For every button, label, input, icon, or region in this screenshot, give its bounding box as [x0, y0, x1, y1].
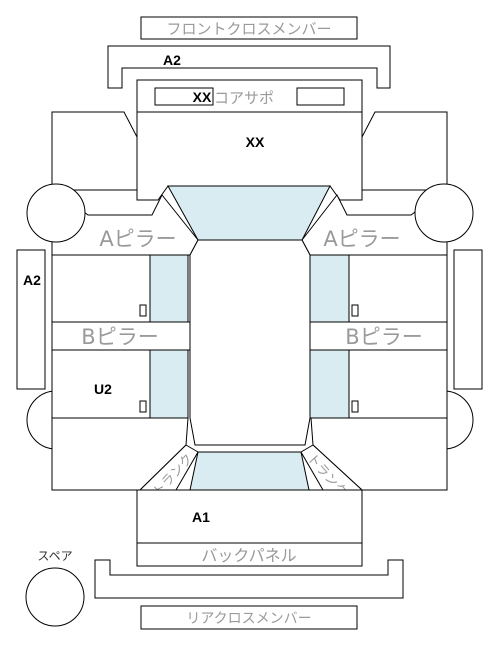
- front-door-right: [348, 254, 448, 323]
- rear-window-left: [149, 349, 189, 419]
- b-pillar-left: [51, 321, 191, 351]
- trunk-code: A1: [192, 509, 210, 525]
- front-bumper: [107, 45, 391, 89]
- b-pillar-left-label: Bピラー: [81, 325, 158, 349]
- rear-bumper: [94, 559, 404, 599]
- spare-label: スペア: [37, 549, 72, 563]
- left-side-code: A2: [23, 272, 41, 288]
- front-member-code: A2: [163, 52, 181, 68]
- side-sill-left: [16, 249, 46, 390]
- front-fender-left: [51, 111, 138, 191]
- core-support-label: コアサポ: [214, 89, 274, 107]
- wheel-front-left: [26, 183, 86, 243]
- rear-window-right: [309, 349, 350, 419]
- front-cross-member-label: フロントクロスメンバー: [166, 20, 331, 38]
- front-window-left: [149, 254, 189, 323]
- rear-door-right-handle: [351, 400, 359, 413]
- b-pillar-right-label: Bピラー: [345, 325, 422, 349]
- roof: [189, 239, 311, 446]
- left-rear-door-code: U2: [94, 381, 112, 397]
- front-door-right-handle: [351, 304, 359, 317]
- rear-cross-member-label: リアクロスメンバー: [186, 611, 311, 627]
- rear-door-left-handle: [139, 400, 147, 413]
- rear-door-right: [348, 349, 448, 419]
- rear-cross-member-box: [140, 605, 358, 630]
- trunk-lid: [136, 489, 363, 544]
- a-pillar-right-label: Aピラー: [323, 227, 400, 251]
- headlight-left: [154, 87, 214, 106]
- front-window-right: [309, 254, 350, 323]
- hood-code: XX: [246, 134, 265, 150]
- a-pillar-left-label: Aピラー: [99, 227, 176, 251]
- side-sill-right: [453, 249, 483, 390]
- windshield: [167, 185, 331, 241]
- back-panel-label: バックパネル: [201, 546, 296, 565]
- b-pillar-right: [309, 321, 448, 351]
- rear-window: [189, 451, 310, 491]
- headlight-right: [296, 87, 345, 106]
- back-panel: [136, 542, 363, 567]
- front-door-left-handle: [139, 304, 147, 317]
- front-fender-right: [361, 111, 448, 191]
- front-cross-member-box: [140, 16, 358, 40]
- spare-tire: [25, 567, 85, 627]
- core-support-code: XX: [193, 89, 212, 105]
- wheel-front-right: [414, 183, 474, 243]
- front-door-left: [51, 254, 151, 323]
